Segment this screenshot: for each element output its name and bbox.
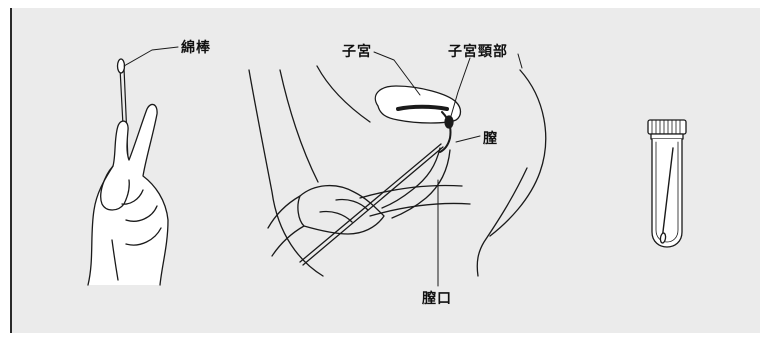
- body-contour: [249, 70, 323, 276]
- hand-with-swab: [88, 59, 168, 285]
- label-swab: 綿棒: [181, 37, 211, 57]
- label-vaginal-opening: 膣口: [422, 288, 452, 308]
- tube-collar: [651, 134, 683, 139]
- uterine-cavity: [398, 107, 447, 109]
- leader-cervix: [451, 58, 470, 116]
- examiner-finger: [320, 211, 352, 222]
- pelvis-line: [370, 204, 470, 217]
- pelvis-line: [360, 186, 462, 199]
- label-cervix: 子宮頸部: [448, 41, 508, 61]
- leader-swab: [124, 47, 178, 66]
- buttock-contour: [477, 168, 527, 276]
- swab-tip: [118, 59, 125, 73]
- leader-back: [518, 54, 522, 68]
- specimen-tube: [648, 120, 686, 247]
- abdomen-contour: [317, 66, 370, 122]
- anatomy-cross-section: [249, 66, 546, 276]
- examiner-hand: [298, 186, 384, 234]
- leader-lines: [124, 47, 522, 286]
- tube-swab-tip: [660, 233, 666, 244]
- back-contour: [490, 70, 546, 236]
- leader-vagina: [456, 136, 480, 142]
- cervix-spot: [445, 116, 453, 128]
- body-contour: [280, 70, 318, 182]
- label-uterus: 子宮: [342, 41, 372, 61]
- label-vagina: 膣: [483, 128, 498, 148]
- examiner-arm: [268, 196, 300, 228]
